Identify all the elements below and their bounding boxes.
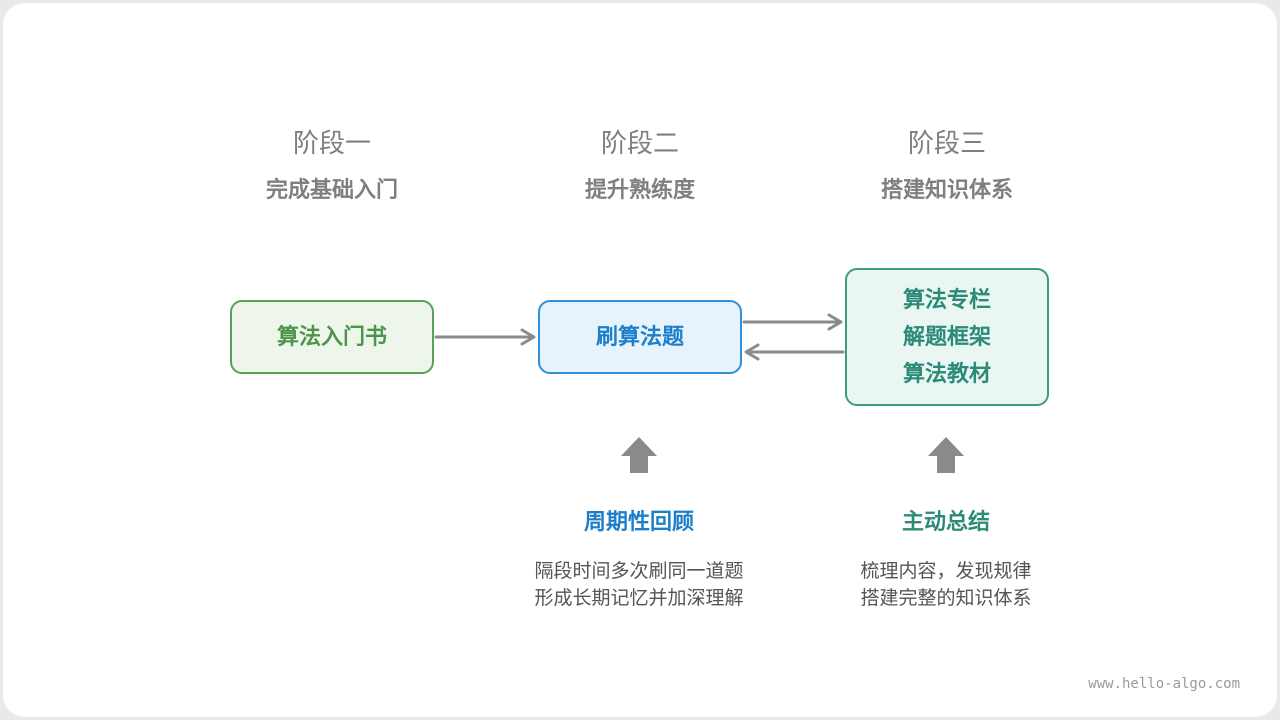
method-review-description: 隔段时间多次刷同一道题 形成长期记忆并加深理解 xyxy=(489,558,789,612)
resource-item-framework: 解题框架 xyxy=(902,324,991,350)
resource-item-textbook: 算法教材 xyxy=(902,361,991,387)
method-summary-description: 梳理内容，发现规律 搭建完整的知识体系 xyxy=(796,558,1096,612)
stage-3-label: 阶段三 xyxy=(907,129,986,159)
method-review-title: 周期性回顾 xyxy=(583,510,694,535)
intro-book-box: 算法入门书 xyxy=(230,300,434,374)
arrow-stage1-to-stage2 xyxy=(434,328,536,346)
footer-url: www.hello-algo.com xyxy=(1088,676,1240,692)
method-review-line: 隔段时间多次刷同一道题 xyxy=(534,560,744,582)
method-review-line: 形成长期记忆并加深理解 xyxy=(534,587,744,609)
up-arrow-icon xyxy=(621,437,657,473)
arrow-stage3-to-stage2 xyxy=(744,343,845,361)
intro-book-label: 算法入门书 xyxy=(276,324,387,350)
stage-1-subtitle: 完成基础入门 xyxy=(265,178,398,203)
method-summary-line: 梳理内容，发现规律 xyxy=(860,560,1032,582)
stage-2-subtitle: 提升熟练度 xyxy=(584,178,695,203)
practice-problems-box: 刷算法题 xyxy=(538,300,742,374)
method-summary-title: 主动总结 xyxy=(901,510,990,535)
stage-1-label: 阶段一 xyxy=(292,129,371,159)
arrow-stage2-to-stage3 xyxy=(742,313,843,331)
practice-problems-label: 刷算法题 xyxy=(595,324,684,350)
up-arrow-icon xyxy=(928,437,964,473)
stage-2-label: 阶段二 xyxy=(600,129,679,159)
stage-3-subtitle: 搭建知识体系 xyxy=(880,178,1013,203)
resource-item-column: 算法专栏 xyxy=(902,287,991,313)
method-summary-line: 搭建完整的知识体系 xyxy=(860,587,1032,609)
knowledge-resources-box: 算法专栏 解题框架 算法教材 xyxy=(845,268,1049,406)
